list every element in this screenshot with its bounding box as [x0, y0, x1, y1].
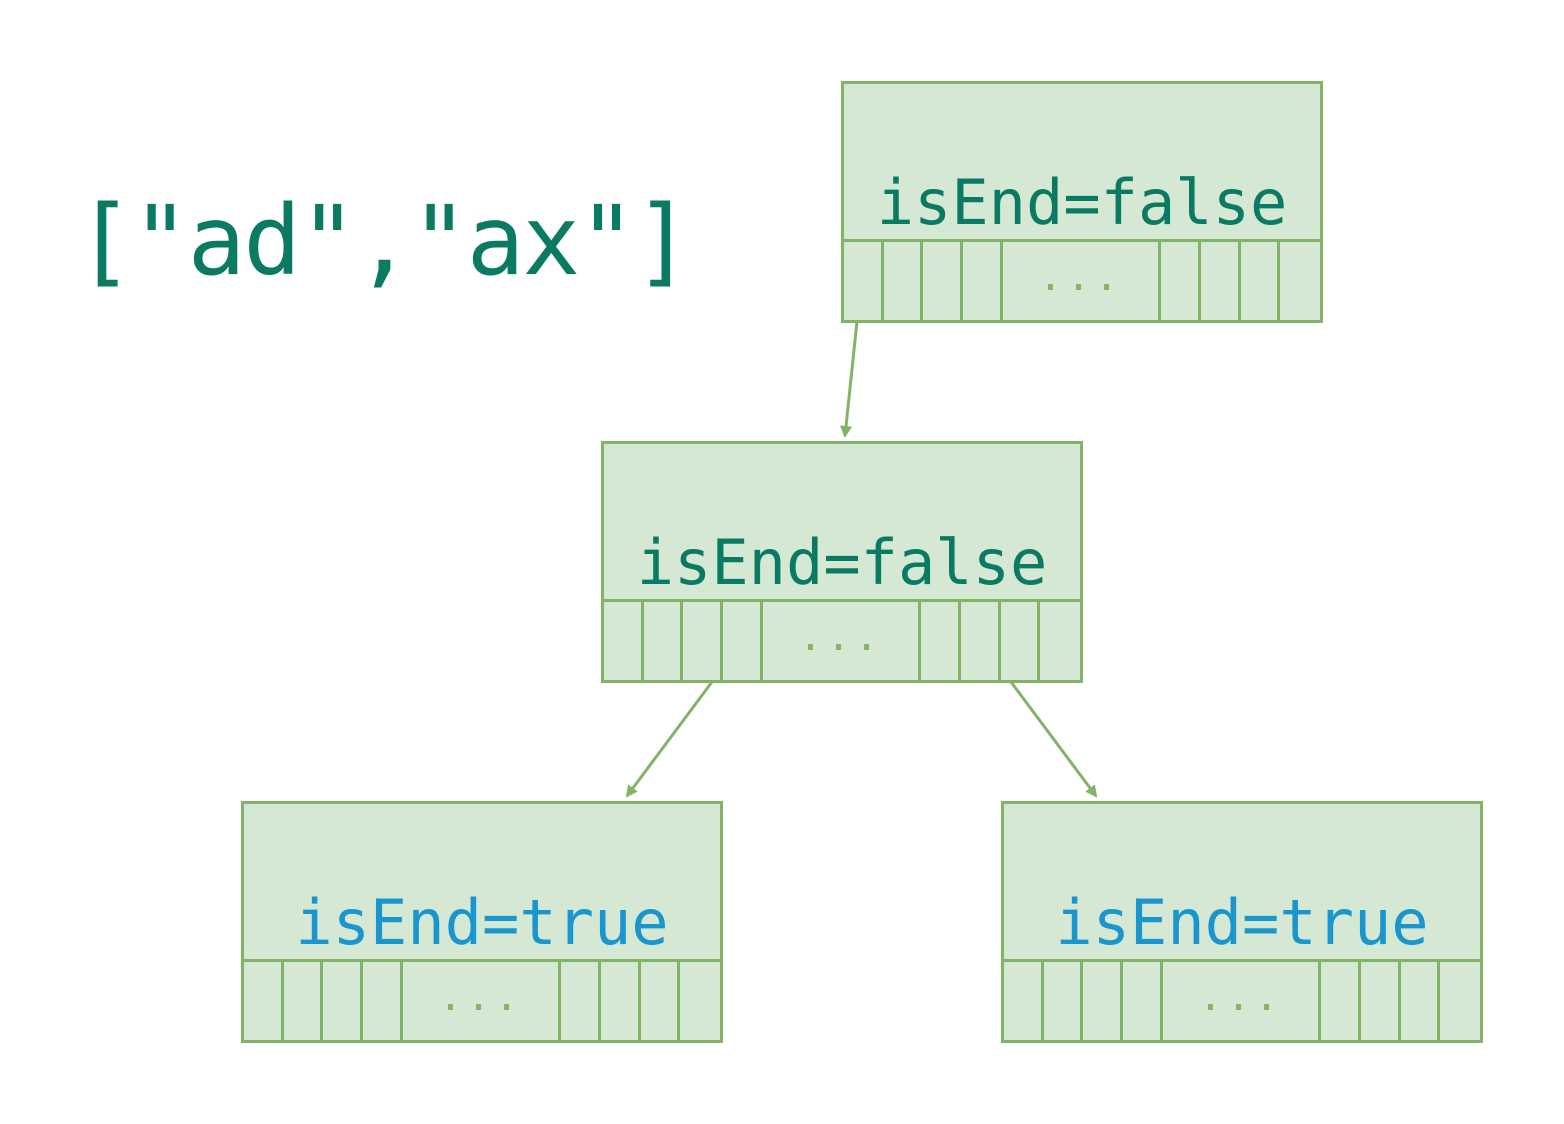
child-slot	[1040, 602, 1080, 680]
child-slot	[963, 242, 1003, 320]
ellipsis-text: ...	[798, 614, 883, 660]
trie-node-ad: isEnd=true ...	[241, 801, 723, 1043]
child-slot	[601, 962, 641, 1040]
children-slots: ...	[244, 962, 720, 1040]
child-slot	[884, 242, 924, 320]
child-slot	[1004, 962, 1044, 1040]
child-slot	[923, 242, 964, 320]
child-slot	[1001, 602, 1041, 680]
ellipsis-text: ...	[1198, 974, 1283, 1020]
children-slots: ...	[1004, 962, 1480, 1040]
child-slot	[1321, 962, 1361, 1040]
node-header: isEnd=false	[604, 444, 1080, 602]
child-slot	[683, 602, 724, 680]
child-slot	[1083, 962, 1124, 1040]
children-slots: ...	[604, 602, 1080, 680]
is-end-label: isEnd=true	[295, 886, 669, 959]
child-slot	[284, 962, 324, 1040]
node-header: isEnd=false	[844, 84, 1320, 242]
child-slot	[644, 602, 684, 680]
child-slot	[1241, 242, 1281, 320]
child-slot	[1440, 962, 1480, 1040]
child-slot	[680, 962, 720, 1040]
slots-ellipsis-cell: ...	[1003, 242, 1162, 320]
child-slot	[844, 242, 884, 320]
node-header: isEnd=true	[244, 804, 720, 962]
child-slot	[323, 962, 364, 1040]
ellipsis-text: ...	[438, 974, 523, 1020]
child-slot	[1044, 962, 1084, 1040]
slots-ellipsis-cell: ...	[1163, 962, 1322, 1040]
child-slot	[604, 602, 644, 680]
child-slot	[363, 962, 403, 1040]
node-header: isEnd=true	[1004, 804, 1480, 962]
children-slots: ...	[844, 242, 1320, 320]
child-slot	[1280, 242, 1320, 320]
trie-node-ax: isEnd=true ...	[1001, 801, 1483, 1043]
slots-ellipsis-cell: ...	[403, 962, 562, 1040]
is-end-label: isEnd=false	[636, 526, 1048, 599]
child-slot	[1361, 962, 1401, 1040]
trie-node-root: isEnd=false ...	[841, 81, 1323, 323]
ellipsis-text: ...	[1038, 254, 1123, 300]
child-slot	[1123, 962, 1163, 1040]
child-slot	[1201, 242, 1241, 320]
child-slot	[723, 602, 763, 680]
child-slot	[1161, 242, 1201, 320]
child-slot	[641, 962, 681, 1040]
child-slot	[244, 962, 284, 1040]
is-end-label: isEnd=false	[876, 166, 1288, 239]
words-list-label: ["ad","ax"]	[76, 185, 692, 297]
child-slot	[561, 962, 601, 1040]
trie-node-a: isEnd=false ...	[601, 441, 1083, 683]
child-slot	[961, 602, 1001, 680]
child-slot	[921, 602, 961, 680]
slots-ellipsis-cell: ...	[763, 602, 922, 680]
child-slot	[1401, 962, 1441, 1040]
is-end-label: isEnd=true	[1055, 886, 1429, 959]
